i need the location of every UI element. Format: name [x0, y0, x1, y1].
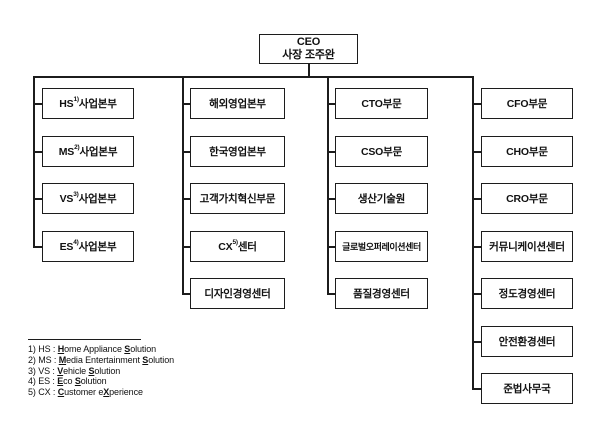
box-stub-connector-line [182, 151, 190, 153]
box-stub-connector-line [472, 341, 481, 343]
org-box: 정도경영센터 [481, 278, 573, 309]
box-stub-connector-line [472, 151, 481, 153]
footnote-line: 5) CX : Customer eXperience [28, 387, 143, 398]
org-box: 커뮤니케이션센터 [481, 231, 573, 262]
box-stub-connector-line [327, 246, 335, 248]
footnote-rule [28, 339, 141, 340]
box-stub-connector-line [33, 151, 42, 153]
box-stub-connector-line [33, 246, 42, 248]
column-spine-connector-line [33, 76, 35, 247]
bus-connector-line [33, 76, 473, 78]
org-box: CFO부문 [481, 88, 573, 119]
box-stub-connector-line [472, 103, 481, 105]
org-box: CSO부문 [335, 136, 428, 167]
org-box: 해외영업본부 [190, 88, 285, 119]
footnote-line: 2) MS : Media Entertainment Solution [28, 354, 175, 365]
box-stub-connector-line [472, 293, 481, 295]
footnote-line: 4) ES : Eco Solution [28, 376, 107, 387]
column-spine-connector-line [327, 76, 329, 294]
box-stub-connector-line [327, 293, 335, 295]
box-stub-connector-line [472, 388, 481, 390]
ceo-name-label: 사장 조주완 [282, 49, 335, 61]
org-box: 준법사무국 [481, 373, 573, 404]
box-stub-connector-line [182, 103, 190, 105]
box-stub-connector-line [327, 103, 335, 105]
box-stub-connector-line [33, 103, 42, 105]
org-box: CRO부문 [481, 183, 573, 214]
column-spine-connector-line [182, 76, 184, 294]
org-box: 고객가치혁신부문 [190, 183, 285, 214]
org-box: CHO부문 [481, 136, 573, 167]
ceo-box: CEO 사장 조주완 [259, 34, 358, 64]
box-stub-connector-line [327, 151, 335, 153]
box-stub-connector-line [182, 293, 190, 295]
ceo-drop-connector-line [308, 64, 310, 77]
org-box: 품질경영센터 [335, 278, 428, 309]
org-box: 생산기술원 [335, 183, 428, 214]
column-spine-connector-line [472, 76, 474, 389]
box-stub-connector-line [472, 198, 481, 200]
box-stub-connector-line [327, 198, 335, 200]
org-box: CTO부문 [335, 88, 428, 119]
org-box: 글로벌오퍼레이션센터 [335, 231, 428, 262]
box-stub-connector-line [182, 246, 190, 248]
footnote-line: 3) VS : Vehicle Solution [28, 365, 121, 376]
box-stub-connector-line [472, 246, 481, 248]
footnote-line: 1) HS : Home Appliance Solution [28, 344, 157, 354]
org-box: 디자인경영센터 [190, 278, 285, 309]
box-stub-connector-line [182, 198, 190, 200]
ceo-role-label: CEO [296, 36, 321, 48]
org-box: 안전환경센터 [481, 326, 573, 357]
box-stub-connector-line [33, 198, 42, 200]
org-box: 한국영업본부 [190, 136, 285, 167]
